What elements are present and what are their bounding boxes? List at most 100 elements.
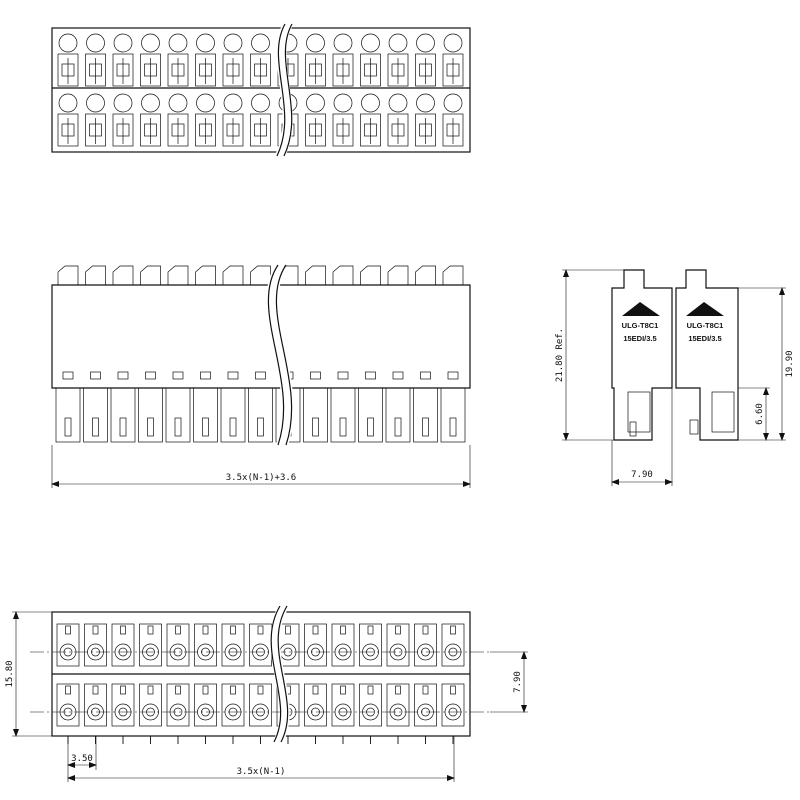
top-pin-release-button <box>196 93 215 113</box>
front-pin-plug <box>413 387 438 443</box>
top-pin-release-button <box>168 93 188 113</box>
bottom-rowpitch-label: 7.90 <box>513 671 523 693</box>
bottom-pin-key <box>147 685 154 695</box>
front-pin-slot <box>174 417 182 437</box>
front-pin-plug <box>220 387 246 443</box>
bottom-depth-label: 15.80 <box>5 660 15 687</box>
top-pin-release-button <box>388 93 408 113</box>
top-pin-cavity <box>112 113 134 147</box>
bottom-pin-key <box>175 625 181 635</box>
front-pin-top-tab <box>167 265 189 285</box>
top-pin-cavity <box>140 113 161 147</box>
bottom-pin-housing <box>359 683 382 727</box>
top-pin-release-button <box>251 93 270 113</box>
bottom-pin-housing <box>139 683 162 727</box>
top-view-break-line <box>276 23 286 157</box>
bottom-pin-key <box>312 625 319 635</box>
front-pin-plug <box>440 387 466 443</box>
bottom-pin-key <box>147 625 154 635</box>
top-pin-release-button <box>223 93 243 113</box>
top-pin-release-button <box>251 33 270 53</box>
bottom-pin-key <box>395 685 401 695</box>
front-pin-top-tab <box>442 265 464 285</box>
bottom-pin-housing <box>84 683 107 727</box>
front-pin-window <box>227 371 239 380</box>
bottom-pin-key <box>422 625 429 635</box>
bottom-span-label: 3.5x(N-1) <box>237 767 286 777</box>
top-pin-release-button <box>443 33 463 53</box>
front-view-body <box>51 284 471 389</box>
front-pin-slot <box>394 417 402 437</box>
front-pin-top-tab <box>112 265 134 285</box>
front-pin-window <box>392 371 404 380</box>
side-module-left <box>611 269 673 441</box>
bottom-pin-housing <box>359 623 382 667</box>
bottom-view: 15.80 7.90 3.50 3.5x(N-1) <box>5 603 528 782</box>
top-pin-cavity <box>167 53 189 87</box>
bottom-pin-housing <box>221 623 245 667</box>
side-view: ULG-T8C1 15EDI/3.5 ULG-T8C1 15EDI/3.5 21… <box>555 269 795 486</box>
front-pin-window <box>62 371 74 380</box>
top-pin-cavity <box>57 53 79 87</box>
top-view-outline <box>51 27 471 153</box>
front-pin-top-tab <box>85 265 106 285</box>
front-pin-window <box>255 371 266 380</box>
front-view-break-mask <box>266 261 294 447</box>
front-pin-top-tab <box>332 265 354 285</box>
top-pin-cavity <box>415 53 436 87</box>
top-pin-release-button <box>113 33 133 53</box>
bottom-pin-housing <box>111 623 135 667</box>
front-pin-top-tab <box>140 265 161 285</box>
front-pin-slot <box>257 417 264 437</box>
bottom-pin-housing <box>194 623 217 667</box>
top-pin-release-button <box>361 93 380 113</box>
front-pin-top-tab <box>415 265 436 285</box>
top-pin-cavity <box>195 53 216 87</box>
side-module-right-marking-2: 15EDI/3.5 <box>688 334 721 343</box>
bottom-pin-key <box>340 625 346 635</box>
side-module-right-logo-icon <box>686 302 724 316</box>
bottom-pin-housing <box>304 623 327 667</box>
bottom-pin-key <box>257 685 264 695</box>
front-width-dimension-label: 3.5x(N-1)+3.6 <box>226 473 296 483</box>
bottom-pin-housing <box>84 623 107 667</box>
side-module-right-latch <box>689 419 699 435</box>
front-pin-slot <box>92 417 99 437</box>
front-pin-slot <box>367 417 374 437</box>
bottom-pin-key <box>120 625 126 635</box>
front-pin-window <box>420 371 431 380</box>
top-pin-cavity <box>442 53 464 87</box>
top-pin-release-button <box>306 33 325 53</box>
bottom-pin-key <box>450 625 456 635</box>
side-height-label: 19.90 <box>785 350 795 377</box>
bottom-view-break-mask <box>270 603 290 745</box>
side-module-left-marking-1: ULG-T8C1 <box>622 321 659 330</box>
top-pin-release-button <box>168 33 188 53</box>
front-pin-window <box>90 371 101 380</box>
front-pin-slot <box>449 417 457 437</box>
bottom-pin-key <box>92 625 99 635</box>
top-pin-cavity <box>250 53 271 87</box>
top-pin-release-button <box>113 93 133 113</box>
bottom-pin-housing <box>304 683 327 727</box>
top-pin-cavity <box>222 53 244 87</box>
side-module-left-latch <box>629 421 637 437</box>
bottom-pin-housing <box>56 623 80 667</box>
bottom-pin-housing <box>414 683 437 727</box>
front-pin-slot <box>119 417 127 437</box>
top-view-break-mask <box>275 21 293 159</box>
top-pin-release-button <box>333 93 353 113</box>
front-pin-window <box>117 371 129 380</box>
front-pin-slot <box>422 417 429 437</box>
bottom-pin-key <box>120 685 126 695</box>
side-module-right-foot <box>711 391 735 433</box>
front-view-break-line <box>267 264 285 446</box>
front-pin-slot <box>339 417 347 437</box>
front-pin-top-tab <box>195 265 216 285</box>
front-pin-window <box>145 371 156 380</box>
front-pin-plug <box>110 387 136 443</box>
bottom-pin-key <box>65 685 71 695</box>
bottom-pin-housing <box>441 683 465 727</box>
front-pin-top-tab <box>387 265 409 285</box>
bottom-pin-key <box>367 625 374 635</box>
